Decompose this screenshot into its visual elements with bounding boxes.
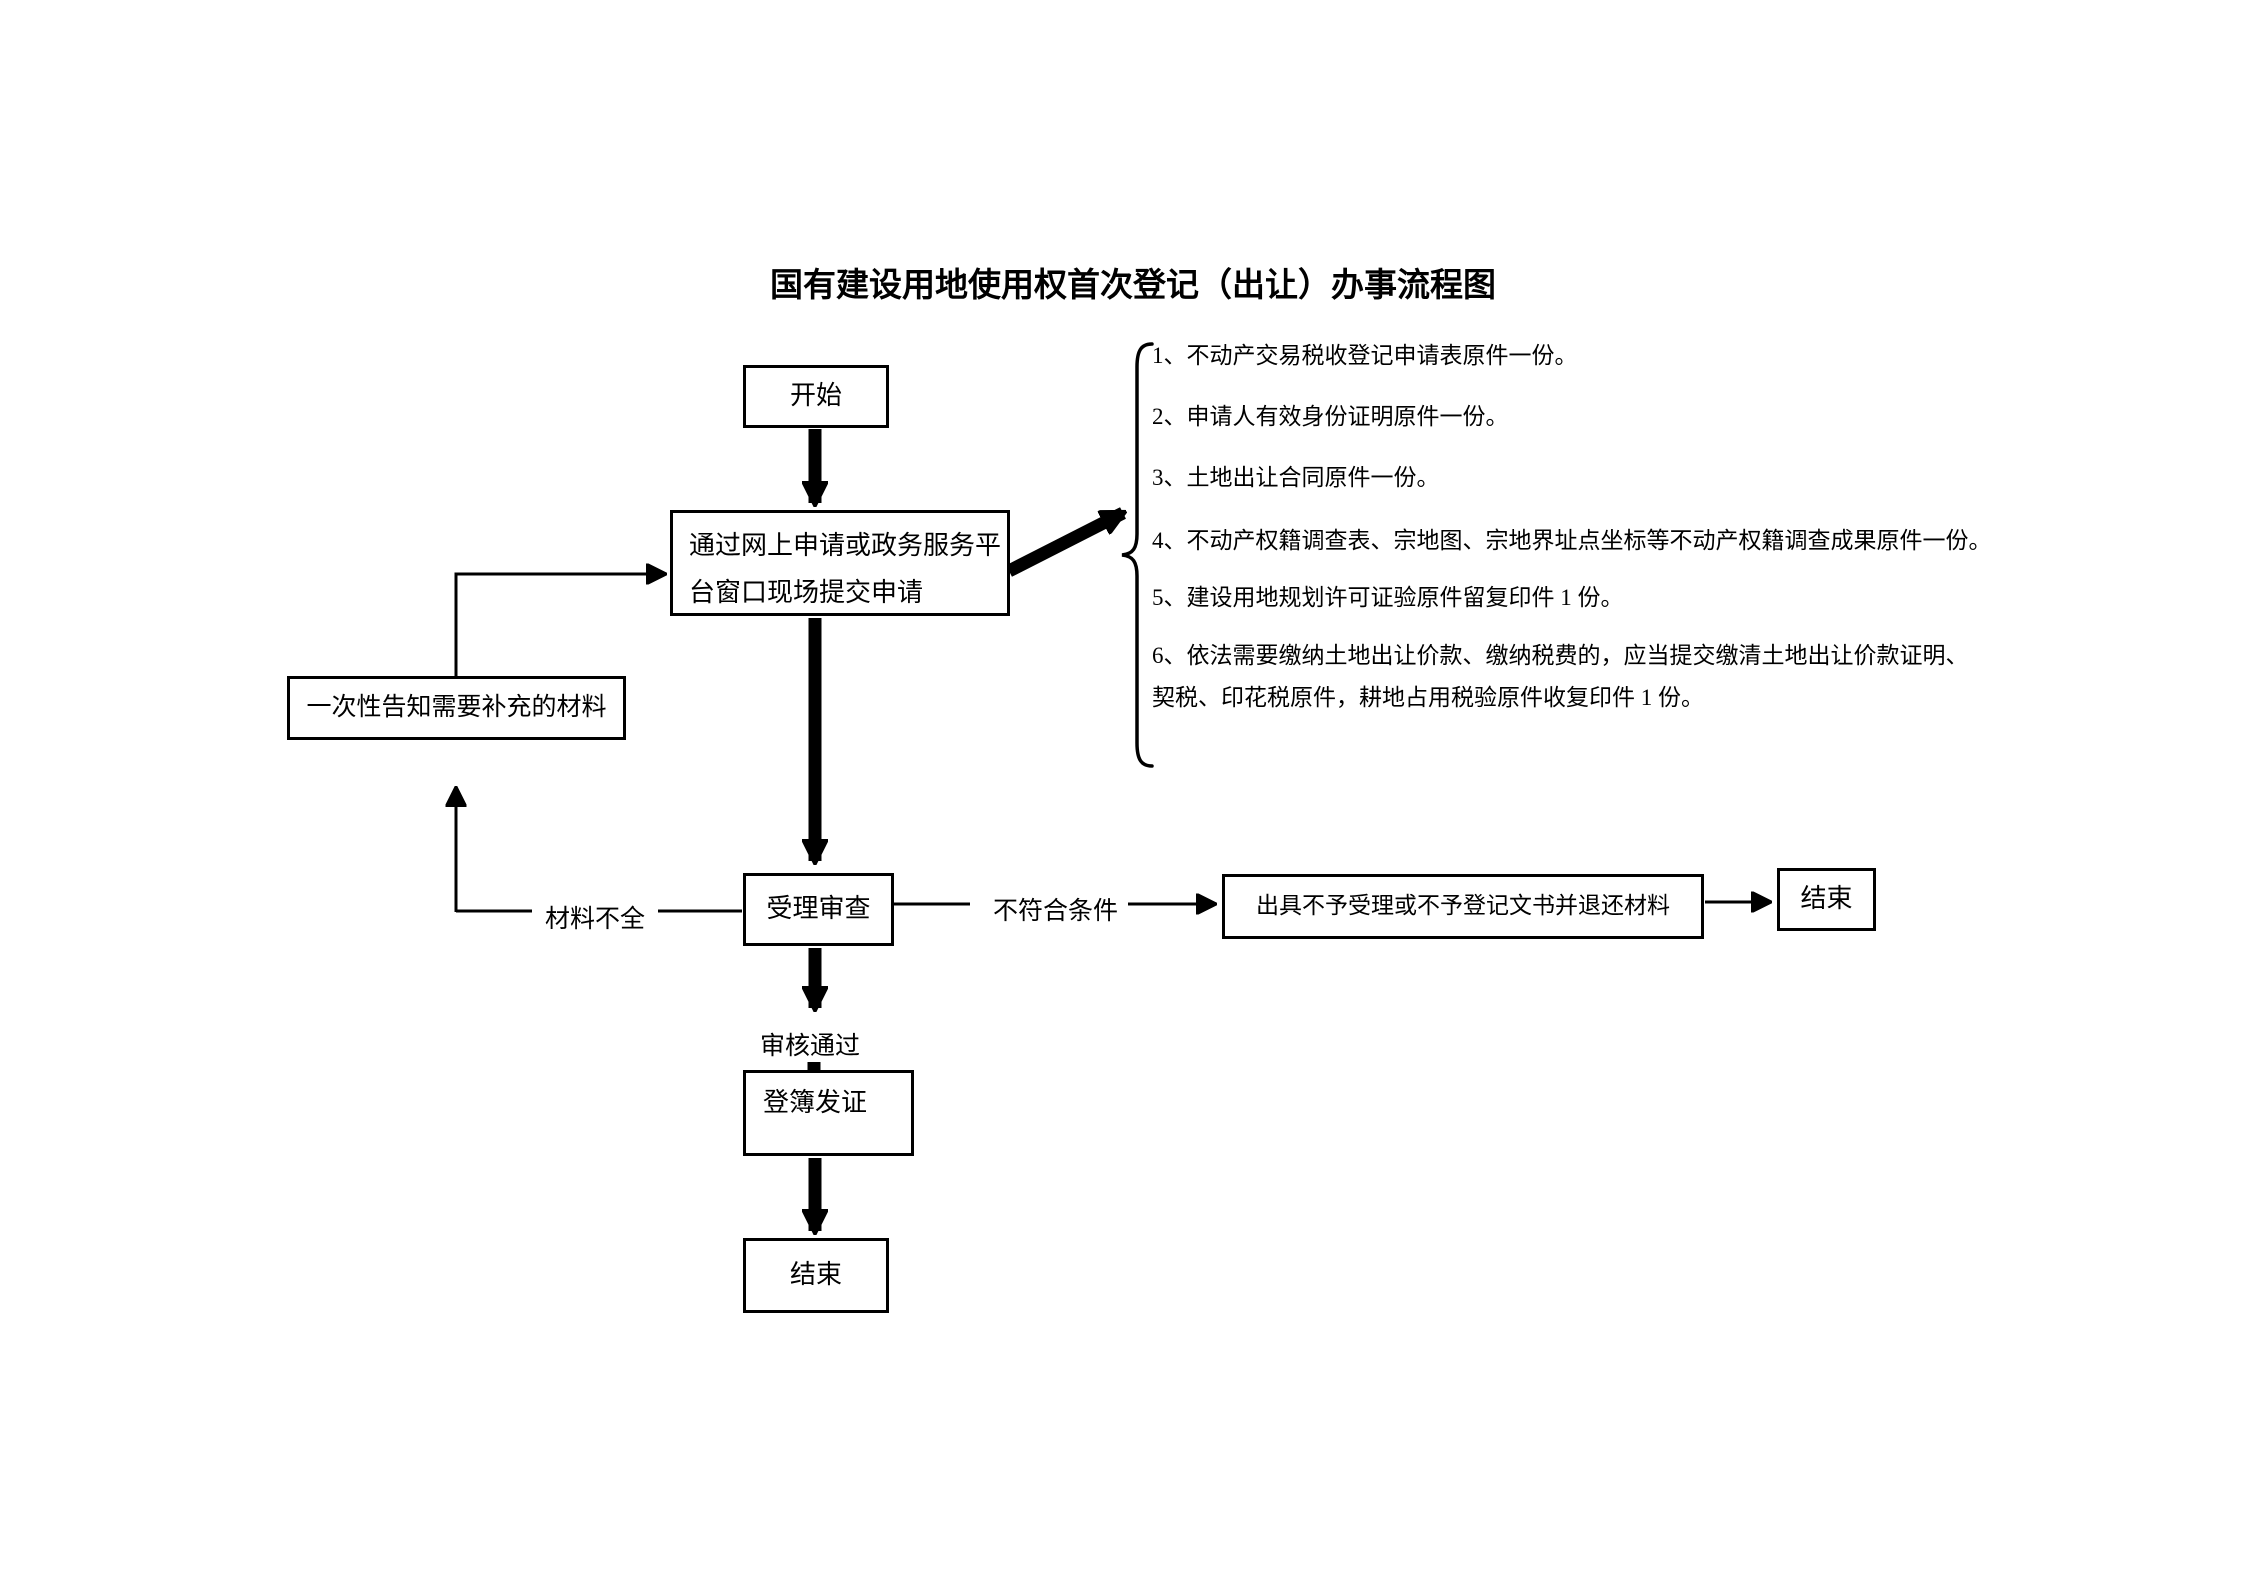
node-start-label: 开始 xyxy=(789,381,842,411)
node-reject-label: 出具不予受理或不予登记文书并退还材料 xyxy=(1256,893,1670,919)
node-notify-label: 一次性告知需要补充的材料 xyxy=(306,694,607,722)
node-reject-return: 出具不予受理或不予登记文书并退还材料 xyxy=(1222,874,1704,939)
node-accept-review: 受理审查 xyxy=(743,873,894,946)
node-notify-supplement: 一次性告知需要补充的材料 xyxy=(287,676,626,740)
material-item-5: 5、建设用地规划许可证验原件留复印件 1 份。 xyxy=(1152,585,1624,610)
node-submit-label: 通过网上申请或政务服务平台窗口现场提交申请 xyxy=(689,531,1002,607)
edge-label-materials-incomplete: 材料不全 xyxy=(545,899,646,935)
material-item-2: 2、申请人有效身份证明原件一份。 xyxy=(1152,404,1509,429)
edge-label-review-approved: 审核通过 xyxy=(760,1026,861,1062)
node-review-label: 受理审查 xyxy=(766,894,871,924)
node-submit-application: 通过网上申请或政务服务平台窗口现场提交申请 xyxy=(670,510,1010,616)
arrow-notify-to-submit xyxy=(454,574,664,676)
node-end-right-label: 结束 xyxy=(1800,884,1853,914)
node-register-issue: 登簿发证 xyxy=(743,1070,914,1156)
arrow-submit-to-materials-brace xyxy=(1006,507,1123,577)
node-end-right: 结束 xyxy=(1777,868,1876,931)
material-item-1: 1、不动产交易税收登记申请表原件一份。 xyxy=(1152,343,1578,368)
material-item-4: 4、不动产权籍调查表、宗地图、宗地界址点坐标等不动产权籍调查成果原件一份。 xyxy=(1152,528,1992,553)
materials-brace xyxy=(1121,342,1154,768)
material-item-6-line-1: 6、依法需要缴纳土地出让价款、缴纳税费的，应当提交缴清土地出让价款证明、 xyxy=(1152,643,1969,668)
edge-label-not-qualified: 不符合条件 xyxy=(993,891,1119,927)
material-item-3: 3、土地出让合同原件一份。 xyxy=(1152,465,1440,490)
node-register-label: 登簿发证 xyxy=(763,1088,868,1117)
node-end-bottom: 结束 xyxy=(743,1238,889,1313)
page-title: 国有建设用地使用权首次登记（出让）办事流程图 xyxy=(770,268,1496,304)
material-item-6-line-2: 契税、印花税原件，耕地占用税验原件收复印件 1 份。 xyxy=(1152,685,1704,710)
node-end-bottom-label: 结束 xyxy=(789,1260,842,1290)
node-start: 开始 xyxy=(743,365,889,428)
